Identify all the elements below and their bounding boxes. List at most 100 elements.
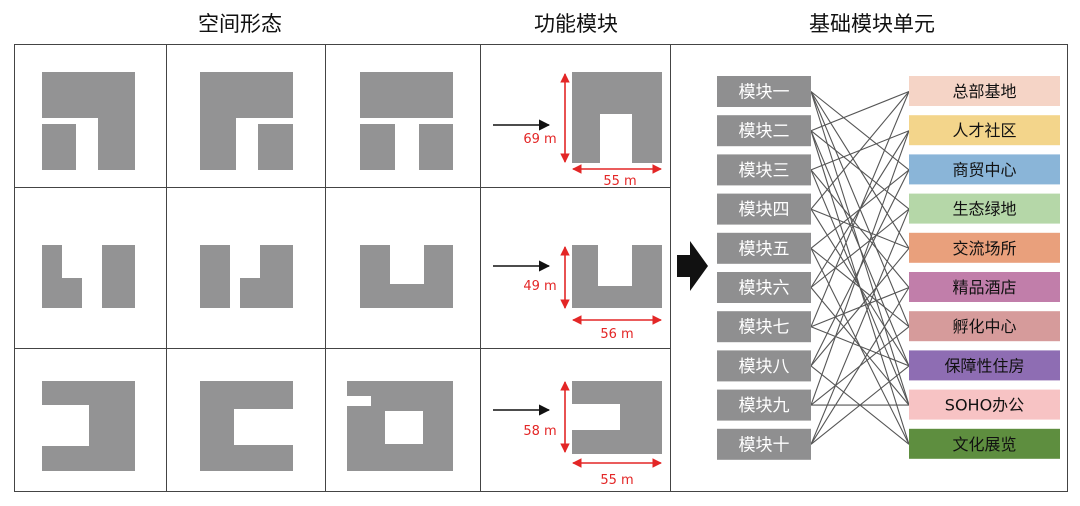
block bbox=[200, 72, 293, 118]
connection-line bbox=[810, 91, 910, 327]
height-label: 58 m bbox=[523, 424, 556, 439]
function-module-3: 58 m 55 m bbox=[493, 381, 662, 488]
module-label: 模块七 bbox=[739, 318, 790, 338]
module-box bbox=[717, 232, 811, 264]
divider bbox=[15, 348, 670, 349]
function-box bbox=[909, 272, 1060, 302]
function-box bbox=[909, 428, 1060, 459]
block bbox=[62, 278, 82, 308]
module-box bbox=[717, 311, 811, 343]
connection-line bbox=[810, 130, 910, 210]
module-box bbox=[717, 389, 811, 421]
connection-lines bbox=[810, 90, 910, 445]
cutout bbox=[385, 411, 423, 444]
function-label: 商贸中心 bbox=[952, 160, 1016, 179]
block bbox=[98, 118, 135, 170]
block bbox=[360, 245, 390, 308]
block bbox=[360, 72, 453, 118]
connection-line bbox=[810, 287, 910, 445]
function-label: 生态绿地 bbox=[952, 200, 1016, 219]
connection-line bbox=[810, 247, 910, 328]
connection-line bbox=[810, 91, 910, 171]
divider bbox=[325, 45, 326, 491]
cutout bbox=[572, 404, 620, 430]
spatial-form-row-2 bbox=[42, 245, 453, 308]
block bbox=[42, 124, 76, 170]
connection-line bbox=[810, 247, 910, 367]
height-label: 69 m bbox=[523, 132, 556, 147]
cutout bbox=[598, 245, 632, 286]
cutout bbox=[347, 396, 371, 406]
module-box bbox=[717, 154, 811, 186]
block bbox=[260, 245, 293, 308]
module-label: 模块二 bbox=[739, 122, 790, 142]
diagram-frame bbox=[14, 44, 1068, 492]
module-label: 模块一 bbox=[739, 83, 790, 103]
function-label: 精品酒店 bbox=[952, 278, 1016, 297]
module-label: 模块九 bbox=[739, 396, 790, 416]
width-label: 55 m bbox=[600, 473, 633, 488]
module-box bbox=[717, 115, 811, 147]
block bbox=[200, 118, 236, 170]
header-basic-unit: 基础模块单元 bbox=[809, 12, 935, 36]
width-label: 55 m bbox=[603, 174, 636, 189]
courtyard-cutouts bbox=[42, 396, 423, 446]
module-label: 模块四 bbox=[739, 200, 790, 220]
function-label: 总部基地 bbox=[952, 82, 1016, 101]
cutout bbox=[42, 405, 89, 446]
connection-line bbox=[810, 90, 910, 132]
function-label: 文化展览 bbox=[952, 435, 1016, 454]
module-label: 模块五 bbox=[739, 239, 790, 259]
header-spatial-form: 空间形态 bbox=[198, 12, 282, 36]
transition-arrow-icon bbox=[677, 241, 708, 291]
module-label: 模块八 bbox=[739, 357, 790, 377]
function-module-1: 69 m 55 m bbox=[493, 72, 662, 189]
connection-line bbox=[810, 208, 910, 445]
module-box bbox=[717, 76, 811, 107]
block bbox=[419, 124, 453, 170]
function-label: 人才社区 bbox=[952, 121, 1016, 140]
width-label: 56 m bbox=[600, 327, 633, 342]
cutout bbox=[600, 114, 632, 163]
function-box bbox=[909, 154, 1060, 185]
function-box bbox=[909, 311, 1060, 342]
block bbox=[258, 124, 293, 170]
connection-line bbox=[810, 208, 910, 249]
divider bbox=[15, 187, 670, 188]
block bbox=[42, 245, 62, 308]
function-label: 孵化中心 bbox=[952, 317, 1016, 336]
divider bbox=[166, 45, 167, 491]
divider bbox=[670, 45, 671, 491]
block bbox=[42, 72, 135, 118]
block bbox=[390, 284, 424, 308]
block bbox=[424, 245, 453, 308]
block bbox=[240, 278, 260, 308]
function-box bbox=[909, 193, 1060, 224]
function-box bbox=[909, 115, 1060, 146]
connection-line bbox=[810, 130, 910, 406]
function-label: 交流场所 bbox=[952, 239, 1016, 258]
module-box bbox=[717, 428, 811, 460]
cutout bbox=[234, 409, 293, 445]
function-label: SOHO办公 bbox=[945, 396, 1024, 415]
function-box bbox=[909, 232, 1060, 263]
block bbox=[200, 245, 230, 308]
module-box bbox=[717, 272, 811, 303]
function-module-2: 49 m 56 m bbox=[493, 245, 662, 342]
height-label: 49 m bbox=[523, 279, 556, 294]
divider bbox=[480, 45, 481, 491]
function-label: 保障性住房 bbox=[944, 356, 1024, 375]
function-box bbox=[909, 389, 1060, 420]
module-box bbox=[717, 350, 811, 382]
function-box bbox=[909, 76, 1060, 106]
module-label: 模块六 bbox=[739, 279, 790, 299]
spatial-form-row-1 bbox=[42, 72, 453, 170]
block bbox=[360, 124, 395, 170]
connection-line bbox=[810, 365, 910, 445]
connection-line bbox=[810, 208, 910, 288]
connection-line bbox=[810, 326, 910, 367]
module-label: 模块十 bbox=[739, 435, 790, 455]
